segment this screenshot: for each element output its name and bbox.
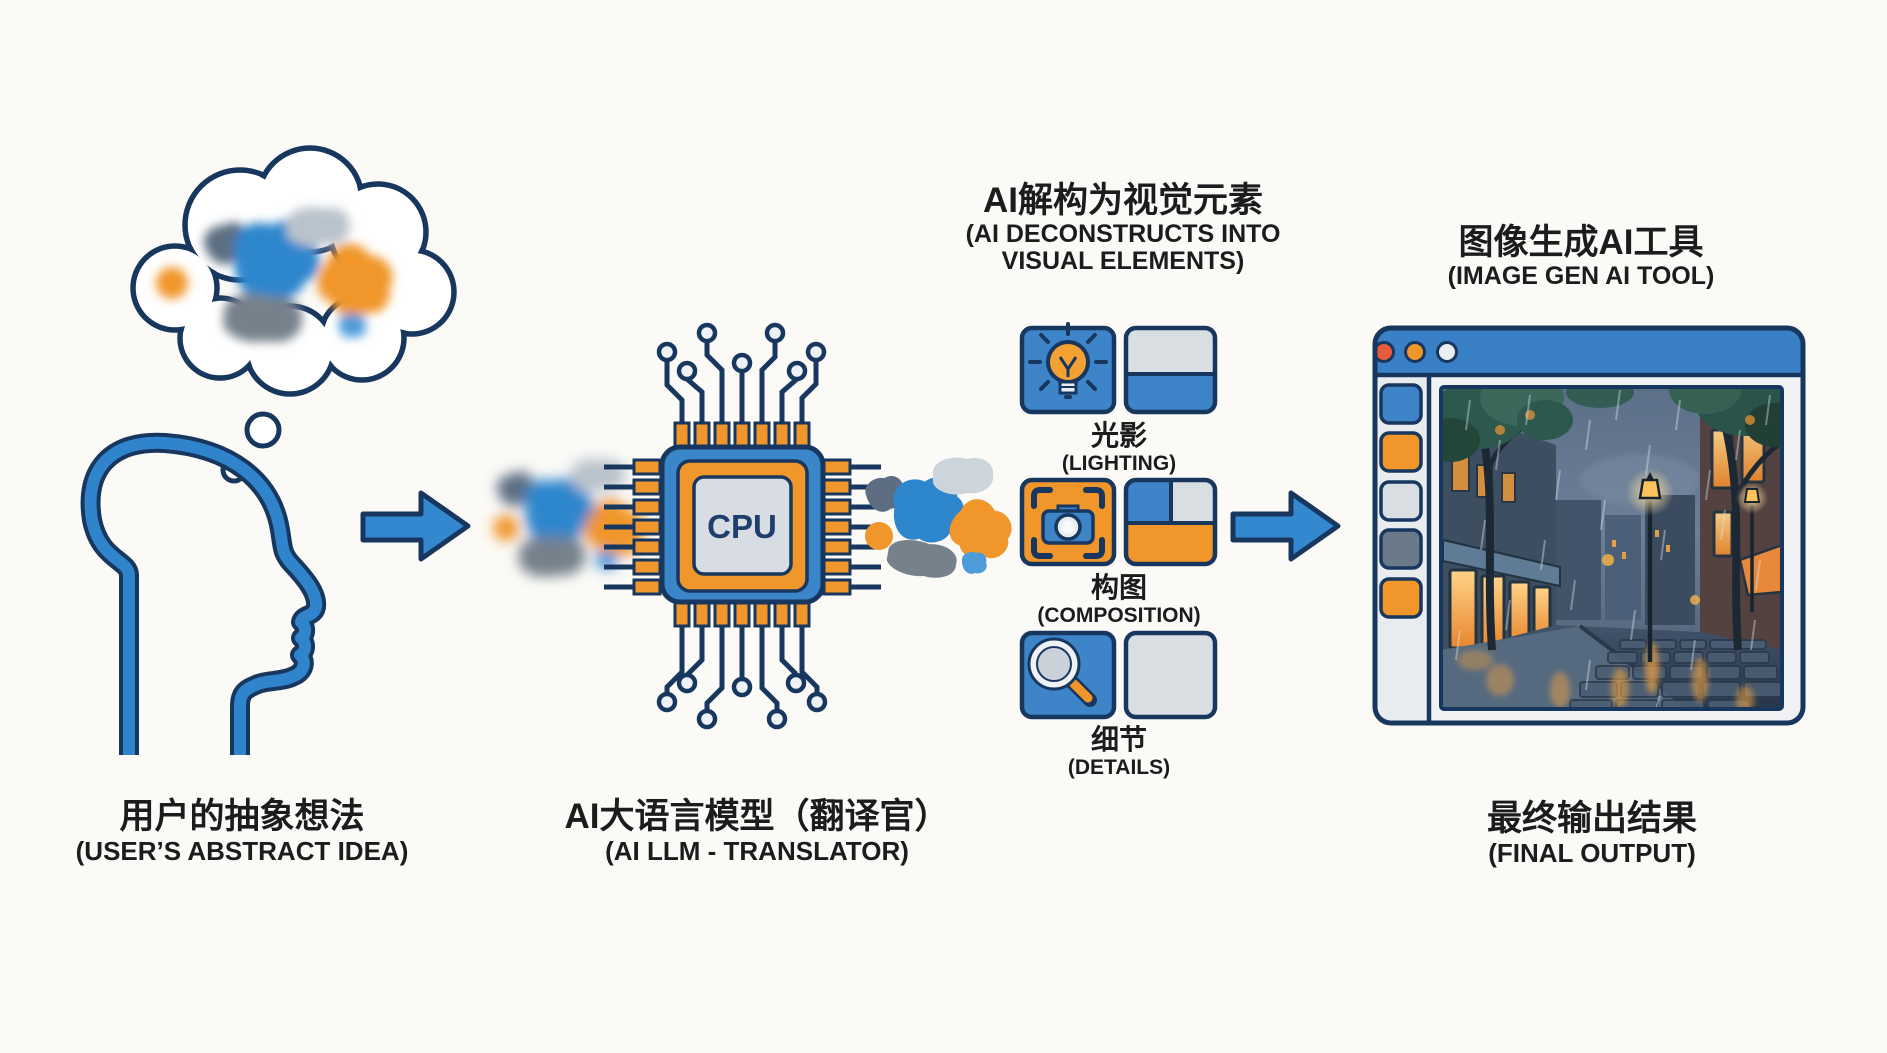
composition-label-en: (COMPOSITION) <box>1037 604 1201 628</box>
user-head-icon <box>80 432 327 755</box>
camera-icon <box>1031 487 1105 559</box>
deconstruct-heading: AI解构为视觉元素 (AI DECONSTRUCTS INTO VISUAL E… <box>965 181 1281 276</box>
llm-label-en: (AI LLM - TRANSLATOR) <box>605 836 909 867</box>
composition-preview-tile <box>1123 477 1218 567</box>
swatch-orange-2[interactable] <box>1379 577 1423 619</box>
magnifier-icon <box>1027 637 1097 707</box>
deconstruct-title-en-line2: VISUAL ELEMENTS) <box>1001 247 1245 275</box>
imagegen-title-en: (IMAGE GEN AI TOOL) <box>1447 261 1715 290</box>
rain <box>1455 389 1771 709</box>
details-label-en: (DETAILS) <box>1067 756 1171 780</box>
flow-arrow-1 <box>360 490 471 562</box>
lighting-label-zh: 光影 <box>1090 420 1147 451</box>
deconstruct-title-zh: AI解构为视觉元素 <box>982 181 1264 220</box>
swatch-slate[interactable] <box>1379 528 1423 570</box>
imagegen-title-zh: 图像生成AI工具 <box>1458 223 1704 262</box>
flow-arrow-2 <box>1230 490 1341 562</box>
final-output-label-zh: 最终输出结果 <box>1486 799 1698 838</box>
deconstruct-title-en-line1: (AI DECONSTRUCTS INTO <box>965 219 1281 248</box>
llm-label: AI大语言模型（翻译官） (AI LLM - TRANSLATOR) <box>564 796 949 866</box>
lighting-label: 光影 (LIGHTING) <box>1062 420 1176 475</box>
swatch-orange[interactable] <box>1379 431 1423 473</box>
tree-right <box>1669 387 1782 651</box>
element-grid <box>1019 322 1218 720</box>
street-lamp <box>1626 468 1674 662</box>
cpu-label: CPU <box>707 508 777 545</box>
details-label-zh: 细节 <box>1090 724 1148 755</box>
composition-label: 构图 (COMPOSITION) <box>1037 572 1200 627</box>
tree-left <box>1441 387 1573 651</box>
window-controls[interactable] <box>1373 341 1458 363</box>
user-idea-label-en: (USER’S ABSTRACT IDEA) <box>75 836 409 867</box>
browser-window <box>1372 325 1806 726</box>
llm-label-zh: AI大语言模型（翻译官） <box>564 797 950 836</box>
details-label: 细节 (DETAILS) <box>1068 724 1170 779</box>
generated-image <box>1439 385 1784 711</box>
abstract-blobs-blurred <box>493 458 656 577</box>
user-idea-label-zh: 用户的抽象想法 <box>119 797 365 836</box>
lighting-label-en: (LIGHTING) <box>1061 452 1177 476</box>
final-output-label-en: (FINAL OUTPUT) <box>1488 838 1696 869</box>
idea-blobs-blurred <box>156 207 407 346</box>
lighting-preview-tile <box>1123 325 1218 415</box>
details-preview-tile <box>1123 630 1218 720</box>
composition-label-zh: 构图 <box>1090 572 1148 603</box>
imagegen-heading: 图像生成AI工具 (IMAGE GEN AI TOOL) <box>1447 223 1715 290</box>
swatch-blue[interactable] <box>1379 383 1423 425</box>
street-lamp-2 <box>1736 482 1768 612</box>
cpu-chip-icon: CPU <box>604 322 881 730</box>
lightbulb-icon <box>1028 322 1108 399</box>
window-neutral-button[interactable] <box>1436 341 1458 363</box>
final-output-label: 最终输出结果 (FINAL OUTPUT) <box>1487 798 1697 868</box>
swatch-light-gray[interactable] <box>1379 480 1423 522</box>
user-idea-label: 用户的抽象想法 (USER’S ABSTRACT IDEA) <box>76 796 409 866</box>
window-minimize-button[interactable] <box>1404 341 1426 363</box>
deconstructed-blobs <box>862 457 1023 583</box>
color-swatch-list <box>1379 383 1423 619</box>
